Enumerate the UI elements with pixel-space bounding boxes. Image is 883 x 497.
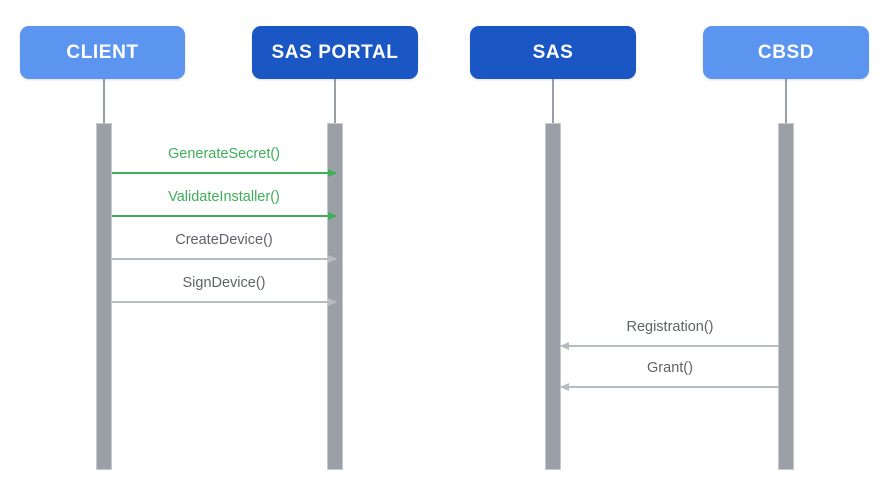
arrow-head-right-icon (328, 297, 337, 306)
lifeline-stem-client (103, 79, 105, 123)
lifeline-stem-cbsd (785, 79, 787, 123)
arrow-head-right-icon (328, 254, 337, 263)
message-registration-line (561, 345, 779, 347)
participant-sas-label: SAS (532, 41, 574, 63)
participant-sas-portal-label: SAS PORTAL (271, 41, 399, 63)
participant-sas-portal[interactable]: SAS PORTAL (252, 26, 418, 79)
activation-bar-client (96, 123, 112, 470)
activation-bar-sas-portal (327, 123, 343, 470)
arrow-head-right-icon (328, 211, 337, 220)
message-generate-secret-label: GenerateSecret() (167, 146, 281, 162)
arrow-head-right-icon (328, 168, 337, 177)
participant-client[interactable]: CLIENT (20, 26, 185, 79)
participant-client-label: CLIENT (66, 41, 139, 63)
arrow-head-left-icon (560, 341, 569, 350)
message-generate-secret-line (112, 172, 336, 174)
message-create-device-line (112, 258, 336, 260)
message-create-device-label: CreateDevice() (175, 232, 273, 248)
message-sign-device-line (112, 301, 336, 303)
message-validate-installer-line (112, 215, 336, 217)
participant-cbsd-label: CBSD (757, 41, 815, 63)
arrow-head-left-icon (560, 382, 569, 391)
message-sign-device-label: SignDevice() (182, 275, 266, 291)
message-grant-label: Grant() (647, 360, 693, 376)
message-grant-line (561, 386, 779, 388)
activation-bar-cbsd (778, 123, 794, 470)
activation-bar-sas (545, 123, 561, 470)
lifeline-stem-sas (552, 79, 554, 123)
message-validate-installer-label: ValidateInstaller() (168, 189, 280, 205)
participant-sas[interactable]: SAS (470, 26, 636, 79)
participant-cbsd[interactable]: CBSD (703, 26, 869, 79)
lifeline-stem-sas-portal (334, 79, 336, 123)
message-registration-label: Registration() (626, 319, 714, 335)
